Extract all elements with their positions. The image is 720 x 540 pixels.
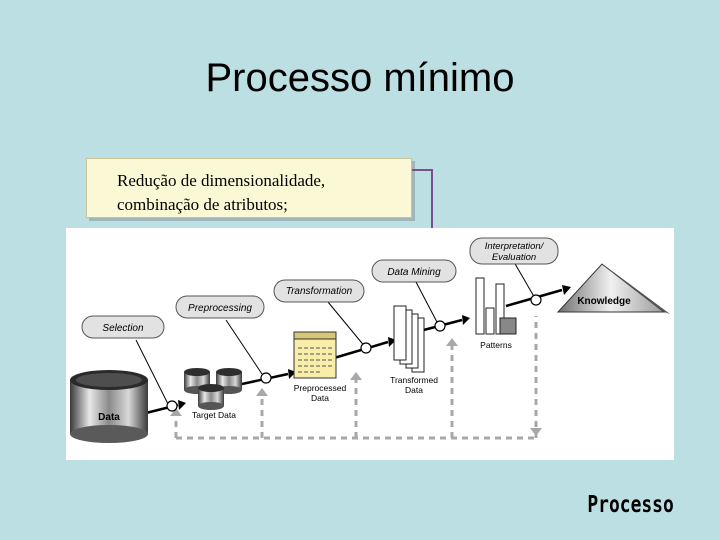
kdd-process-diagram: Selection Preprocessing Transformation D… [66,228,674,460]
knowledge-pyramid-icon [556,263,670,314]
step-data-mining: Data Mining [371,259,457,283]
data-label: Data [98,412,120,423]
feedback-loop [174,316,538,440]
process-nodes [166,294,542,412]
step-transformation-label: Transformation [286,286,353,297]
step-selection: Selection [81,315,165,339]
knowledge-label: Knowledge [577,296,631,307]
target-data-icon [184,368,242,410]
feedback-arrowheads [170,338,542,436]
step-transformation: Transformation [273,279,365,303]
target-data-label: Target Data [192,410,236,420]
step-selection-label: Selection [102,323,144,334]
step-preprocessing: Preprocessing [175,295,265,319]
step-data-mining-label: Data Mining [387,267,441,278]
step-connectors [135,261,537,405]
preprocessed-data-label-2: Data [311,393,329,403]
step-interpretation-label-2: Evaluation [492,252,536,263]
patterns-label: Patterns [480,340,512,350]
preprocessed-data-icon [293,331,337,379]
step-interpretation: Interpretation/ Evaluation [469,237,559,265]
preprocessed-data-label-1: Preprocessed [294,383,347,393]
step-preprocessing-label: Preprocessing [188,303,252,314]
transformed-data-icon [393,305,425,373]
data-cylinder-icon [70,370,148,443]
callout-note: Redução de dimensionalidade, combinação … [86,158,412,218]
transformed-data-label-2: Data [405,385,423,395]
callout-line-2: combinação de atributos; [117,195,288,214]
patterns-icon [475,277,517,335]
slide-title: Processo mínimo [205,56,515,100]
step-interpretation-label-1: Interpretation/ [485,241,545,252]
transformed-data-label-1: Transformed [390,375,438,385]
callout-line-1: Redução de dimensionalidade, [117,171,326,190]
footer-label: Processo [587,492,674,518]
